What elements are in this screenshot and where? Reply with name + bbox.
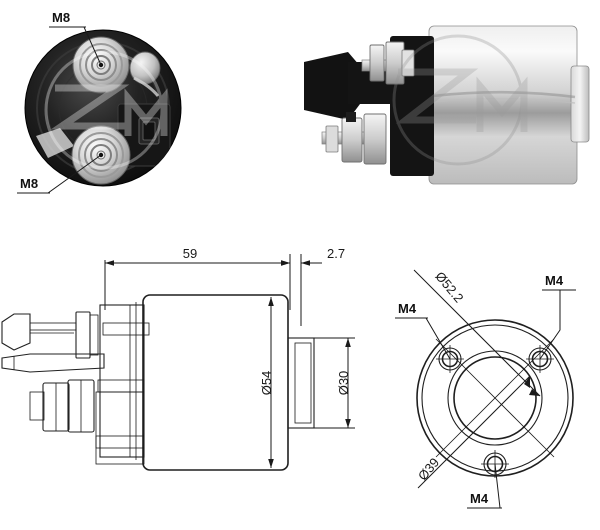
watermark-zm — [44, 50, 168, 170]
side-section-drawing: 59 2.7 — [0, 240, 390, 530]
label-m8-bottom: M8 — [20, 176, 38, 191]
label-m4-left: M4 — [398, 301, 417, 316]
label-m4-right: M4 — [545, 273, 564, 288]
dimension-dia54: Ø54 — [259, 297, 274, 468]
upper-terminal-assembly — [1, 311, 150, 359]
dim-value-dia52p2: Ø52.2 — [432, 269, 466, 306]
solenoid-end-view-photo: M8 M8 — [0, 0, 290, 215]
dim-value-dia30: Ø30 — [336, 371, 351, 396]
leader-m4-left — [395, 317, 451, 360]
label-m8-top: M8 — [52, 10, 70, 25]
solenoid-can-body — [428, 25, 578, 185]
dimension-dia52p2: Ø52.2 — [413, 269, 541, 397]
dim-value-dia54: Ø54 — [259, 371, 274, 396]
body-collar — [99, 304, 145, 458]
leader-m8-bottom — [17, 152, 104, 194]
connector-plug — [304, 52, 360, 120]
terminal-stud-upper-photo — [361, 41, 415, 85]
watermark-zm — [392, 34, 528, 166]
dim-value-dia39: Ø39 — [415, 455, 442, 483]
bore-circle-inner — [453, 356, 537, 440]
leader-m8-top — [49, 26, 104, 68]
face-end-drawing: Ø52.2 Ø39 M4 M4 — [390, 250, 600, 530]
dimension-59: 59 — [104, 246, 291, 310]
lower-terminal-assembly — [29, 379, 145, 449]
label-m4-bottom: M4 — [470, 491, 489, 506]
mid-bracket — [1, 353, 105, 373]
dimension-2p7: 2.7 — [272, 246, 345, 326]
output-shaft — [287, 337, 315, 429]
leader-m4-bottom — [467, 463, 502, 509]
dimension-dia30: Ø30 — [314, 337, 355, 429]
dim-value-2p7: 2.7 — [327, 246, 345, 261]
dim-value-59: 59 — [183, 246, 197, 261]
terminal-stud-lower-photo — [321, 112, 387, 165]
solenoid-side-view-photo — [290, 0, 600, 215]
leader-m4-right — [539, 289, 576, 360]
solenoid-end-cap — [570, 65, 590, 143]
